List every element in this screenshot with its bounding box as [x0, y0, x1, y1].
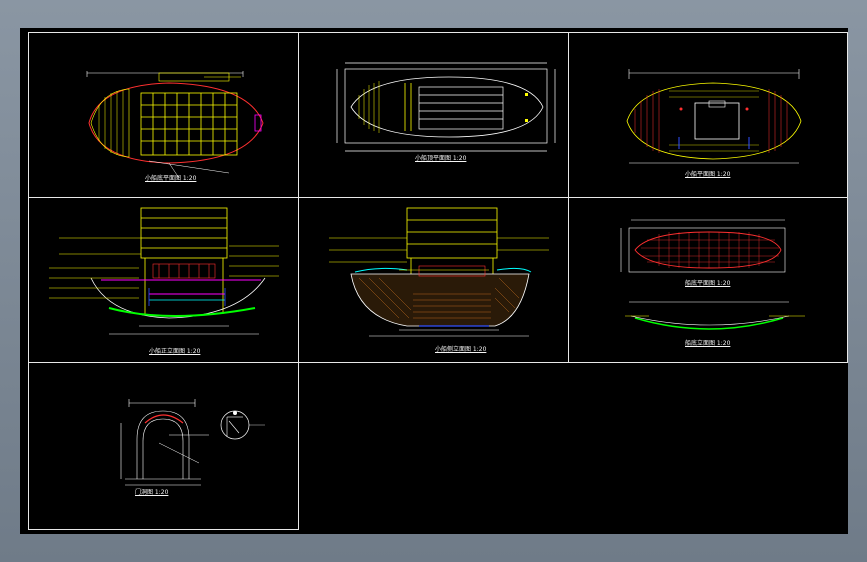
panel-doorway-detail: 门洞图 1:20: [28, 362, 299, 530]
boat-top-plan-drawing: [336, 62, 556, 152]
caption-boat-side-elevation: 小船侧立面图 1:20: [435, 346, 487, 353]
panel-boat-front-elevation: 小船正立面图 1:20: [28, 197, 299, 363]
caption-boat-top-plan: 小船顶平面图 1:20: [415, 155, 467, 162]
hull-bottom-drawing: [620, 219, 805, 330]
panel-boat-top-plan: 小船顶平面图 1:20: [298, 32, 569, 198]
caption-hull-bottom-plan: 船底平面图 1:20: [685, 280, 731, 287]
boat-side-elevation-drawing: [329, 207, 549, 337]
doorway-detail-drawing: [120, 399, 265, 486]
caption-boat-plan: 小船平面图 1:20: [685, 171, 731, 178]
caption-hull-bottom-elevation: 船底立面图 1:20: [685, 340, 731, 347]
boat-bottom-plan-drawing: [86, 71, 264, 179]
boat-front-elevation-drawing: [49, 207, 279, 335]
boat-plan-drawing: [626, 69, 802, 164]
panel-boat-plan: 小船平面图 1:20: [568, 32, 848, 198]
caption-doorway-detail: 门洞图 1:20: [135, 489, 169, 496]
caption-boat-front-elevation: 小船正立面图 1:20: [149, 348, 201, 355]
cad-drawing-canvas[interactable]: 小船底平面图 1:20: [20, 28, 848, 534]
caption-boat-bottom-plan: 小船底平面图 1:20: [145, 175, 197, 182]
panel-boat-bottom-plan: 小船底平面图 1:20: [28, 32, 299, 198]
panel-boat-side-elevation: 小船侧立面图 1:20: [298, 197, 569, 363]
panel-hull-bottom: 船底平面图 1:20 船底立面图 1:20: [568, 197, 848, 363]
